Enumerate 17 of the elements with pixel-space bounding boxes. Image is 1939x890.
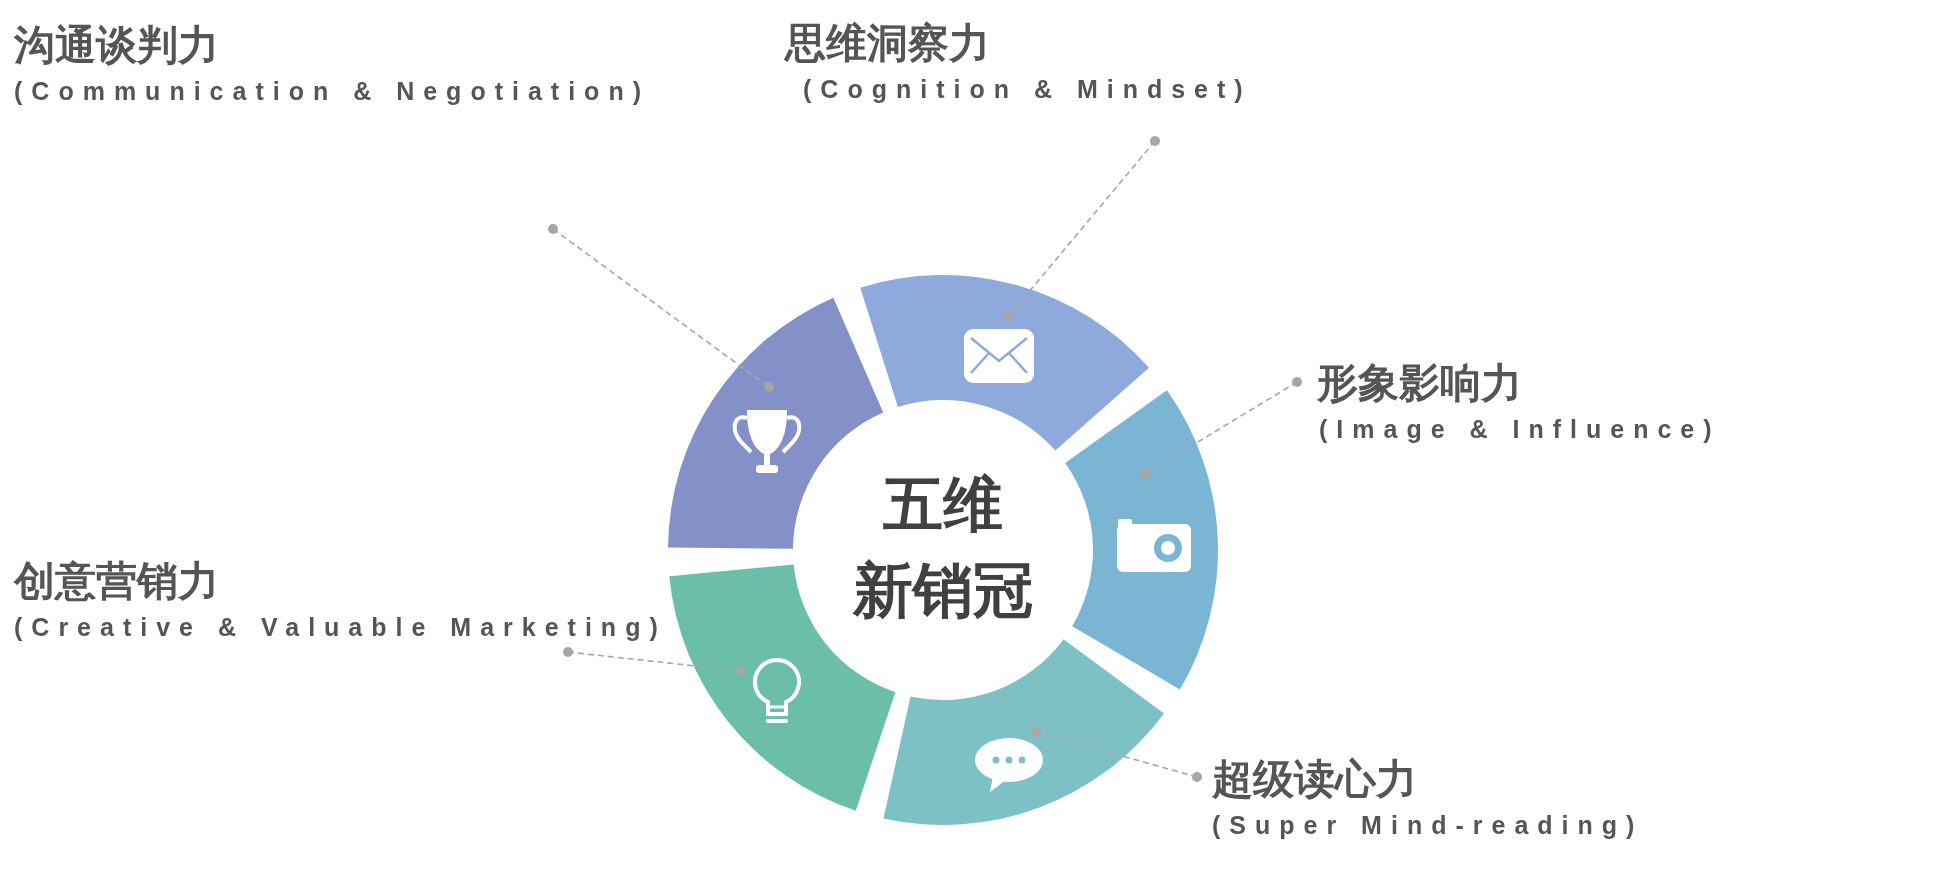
heading: 思维洞察力 [785, 19, 990, 68]
heading: 超级读心力 [1212, 755, 1417, 804]
subtitle: (Image & Influence) [1319, 414, 1721, 444]
heading: 创意营销力 [14, 557, 219, 606]
center-title: 新销冠 [853, 556, 1033, 626]
heading: 沟通谈判力 [14, 21, 219, 70]
center-title: 五维 [883, 470, 1003, 540]
subtitle: (Super Mind-reading) [1212, 810, 1644, 840]
heading: 形象影响力 [1317, 359, 1522, 408]
leader-line [548, 224, 774, 392]
leader-line [563, 647, 746, 676]
leader-line [1003, 136, 1160, 322]
subtitle: (Communication & Negotiation) [14, 76, 650, 106]
subtitle: (Cognition & Mindset) [803, 74, 1252, 104]
leader-line [1140, 377, 1302, 479]
leader-line [1031, 727, 1202, 782]
subtitle: (Creative & Valuable Marketing) [14, 612, 667, 642]
